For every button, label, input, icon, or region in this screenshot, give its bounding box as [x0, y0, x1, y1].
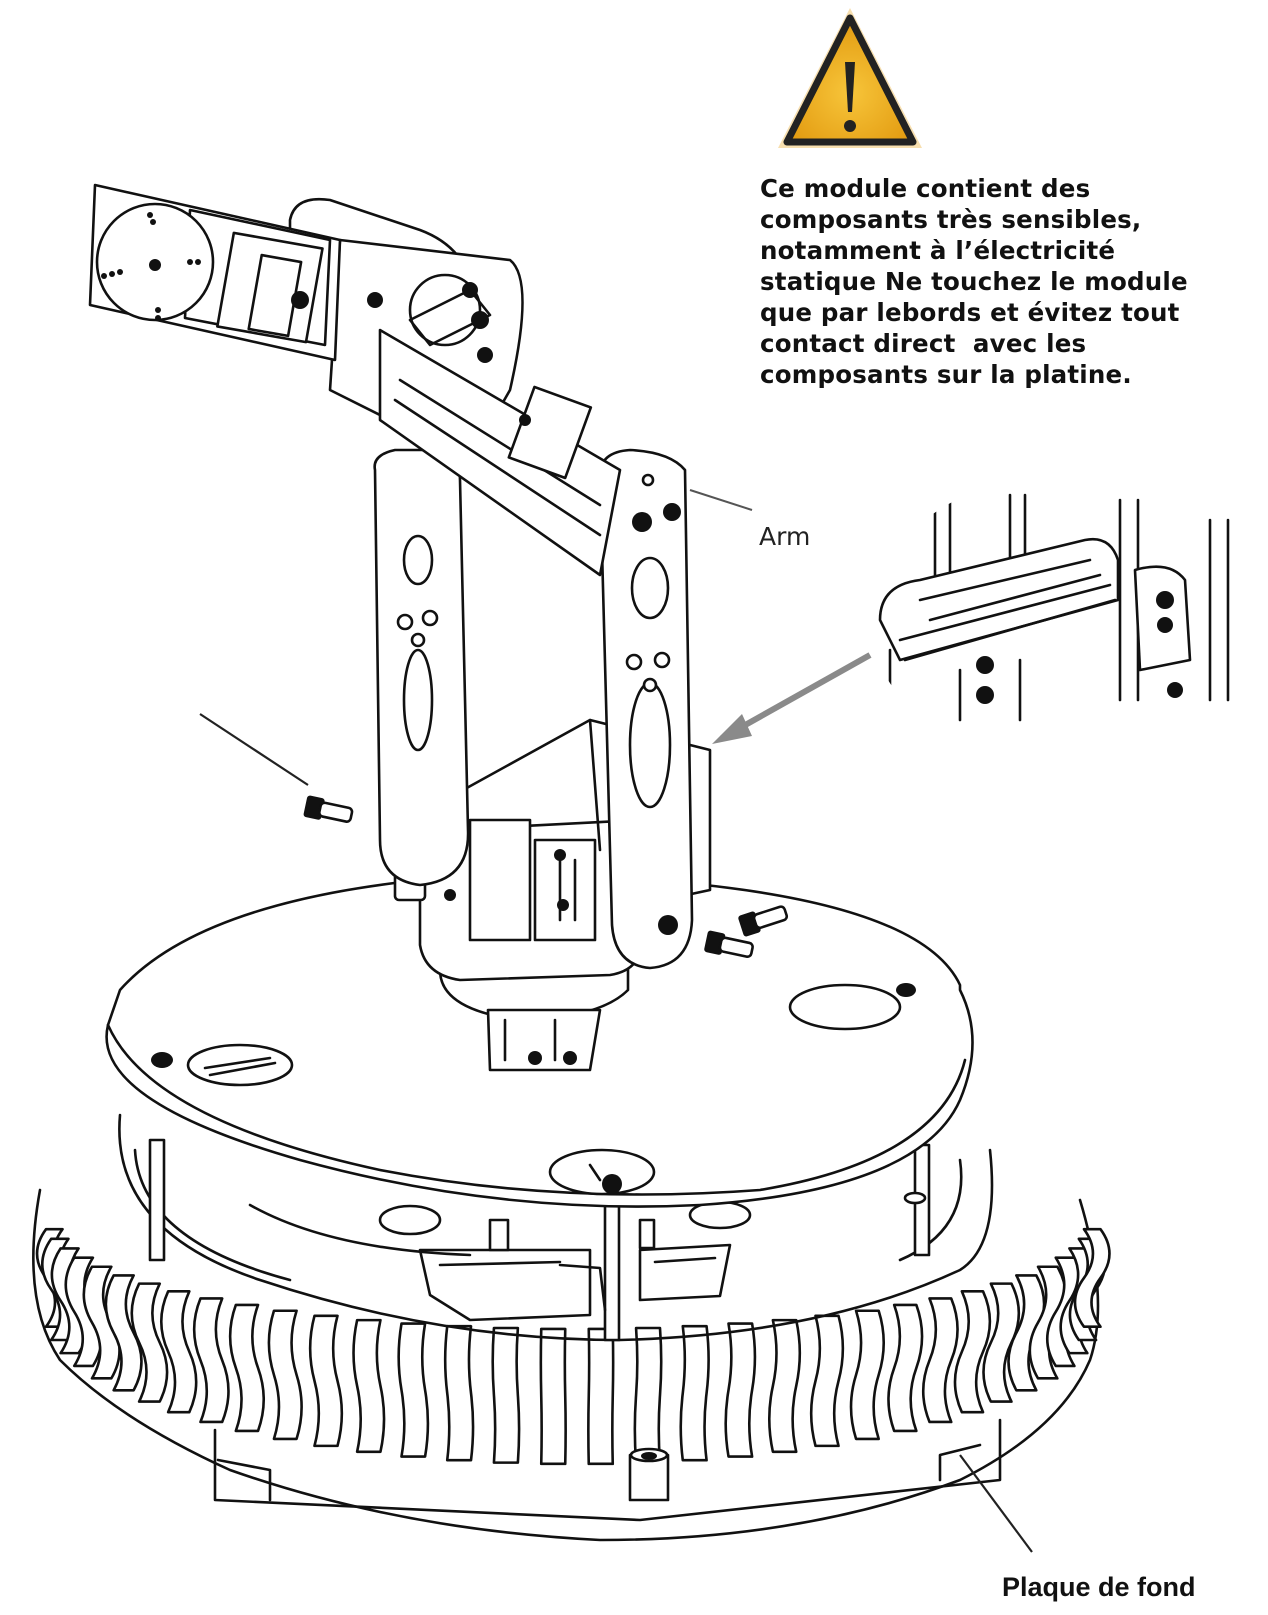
base-fin	[809, 1314, 845, 1448]
base-fin	[768, 1318, 802, 1454]
gripper-head	[88, 183, 342, 362]
base-fin	[130, 1282, 169, 1403]
base-fin	[982, 1282, 1021, 1403]
warning-line: Ce module contient des	[760, 174, 1091, 203]
base-fin	[633, 1326, 663, 1464]
leader-lines	[199, 489, 1033, 1553]
arm-label: Arm	[759, 522, 811, 551]
warning-message: Ce module contient des composants très s…	[760, 173, 1230, 390]
base-fin	[192, 1297, 230, 1424]
base-fin	[160, 1290, 198, 1414]
base-fin	[953, 1290, 992, 1414]
base-ring	[118, 1113, 994, 1342]
base-fin	[352, 1318, 386, 1454]
base-fin	[724, 1322, 757, 1458]
base-fin	[491, 1326, 521, 1464]
base-fin	[228, 1303, 265, 1433]
upper-arm	[288, 197, 622, 577]
warning-line: composants sur la platine.	[760, 360, 1132, 389]
base-fin	[104, 1274, 143, 1392]
base-fin	[397, 1322, 430, 1458]
warning-line: statique Ne touchez le module	[760, 267, 1188, 296]
warning-line: contact direct avec les	[760, 329, 1087, 358]
base-fins	[32, 1188, 1111, 1542]
base-fin	[267, 1309, 303, 1441]
screws	[303, 795, 789, 959]
base-plate-label: Plaque de fond	[1002, 1572, 1196, 1602]
warning-line: notamment à l’électricité	[760, 236, 1116, 265]
detail-zoom-callout	[712, 470, 1268, 770]
base-fin	[1073, 1227, 1111, 1328]
arm-links	[373, 448, 694, 970]
base-fin	[887, 1303, 924, 1433]
base-fin	[849, 1309, 885, 1441]
base-fin	[539, 1327, 567, 1466]
warning-line: que par lebords et évitez tout	[760, 298, 1180, 327]
base-fin	[308, 1314, 344, 1448]
warning-line: composants très sensibles,	[760, 205, 1142, 234]
base-fin	[443, 1324, 475, 1462]
base-fin	[587, 1327, 615, 1466]
base-fin	[922, 1297, 959, 1424]
warning-triangle-icon	[778, 8, 922, 148]
base-fin	[679, 1324, 710, 1462]
base-fin	[82, 1265, 121, 1380]
